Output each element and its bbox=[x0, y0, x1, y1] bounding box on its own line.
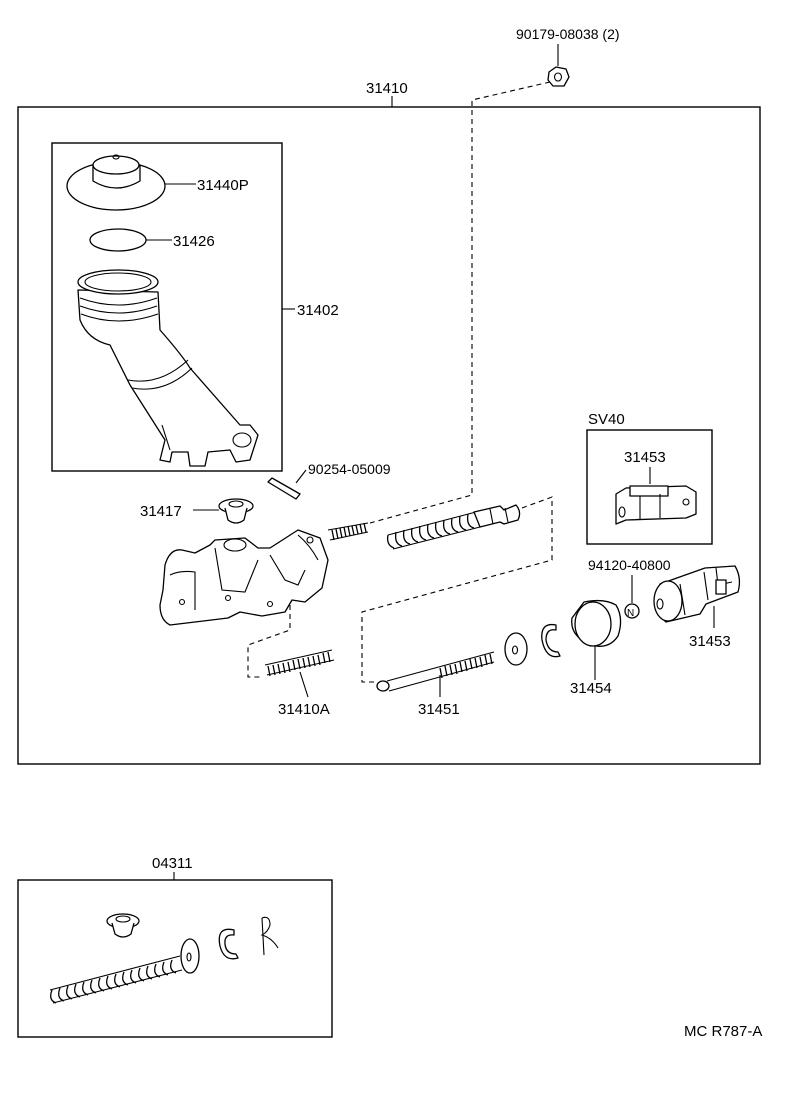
washer-icon bbox=[504, 632, 528, 666]
label-assembly-31410: 31410 bbox=[366, 80, 408, 97]
label-grommet-31417: 31417 bbox=[140, 503, 182, 520]
grommet-icon bbox=[218, 498, 254, 524]
kit-washer-icon bbox=[180, 938, 200, 974]
gasket-icon bbox=[89, 228, 147, 252]
nut-icon bbox=[624, 603, 640, 619]
reservoir-frame bbox=[51, 142, 283, 472]
label-stud-31410A: 31410A bbox=[278, 701, 330, 718]
body-thread-icon bbox=[327, 522, 369, 541]
switch-icon bbox=[653, 565, 741, 623]
label-nut-94120: 94120-40800 bbox=[588, 557, 671, 573]
label-bolt-90179: 90179-08038 (2) bbox=[516, 26, 620, 42]
label-switch-31453: 31453 bbox=[689, 633, 731, 650]
stud-icon bbox=[264, 649, 335, 677]
label-push-rod-31451: 31451 bbox=[418, 701, 460, 718]
kit-snap-ring-icon bbox=[218, 928, 239, 960]
label-sv40: SV40 bbox=[588, 411, 625, 428]
label-pin-90254: 90254-05009 bbox=[308, 461, 391, 477]
label-reservoir-31402: 31402 bbox=[297, 302, 339, 319]
master-cylinder-body-icon bbox=[159, 529, 329, 626]
reservoir-icon bbox=[77, 269, 259, 467]
label-cap-31440P: 31440P bbox=[197, 177, 249, 194]
push-rod-icon bbox=[376, 651, 495, 692]
label-sv40-switch-31453: 31453 bbox=[624, 449, 666, 466]
boot-icon bbox=[571, 599, 622, 647]
pin-icon bbox=[267, 477, 301, 500]
sv40-switch-icon bbox=[615, 485, 697, 525]
kit-grommet-icon bbox=[106, 913, 140, 938]
svg-text:N: N bbox=[627, 608, 634, 619]
kit-clip-icon bbox=[260, 916, 279, 956]
label-boot-31454: 31454 bbox=[570, 680, 612, 697]
snap-ring-icon bbox=[541, 623, 561, 658]
main-assembly-frame bbox=[17, 106, 761, 765]
label-gasket-31426: 31426 bbox=[173, 233, 215, 250]
reference-code: MC R787-A bbox=[684, 1023, 762, 1040]
kit-spring-icon bbox=[49, 955, 183, 1004]
piston-spring-icon bbox=[386, 504, 521, 550]
kit-frame bbox=[17, 879, 333, 1038]
bolt-icon bbox=[547, 66, 570, 87]
reservoir-cap-icon bbox=[66, 154, 166, 211]
label-kit-04311: 04311 bbox=[152, 855, 193, 872]
sv40-frame bbox=[586, 429, 713, 545]
